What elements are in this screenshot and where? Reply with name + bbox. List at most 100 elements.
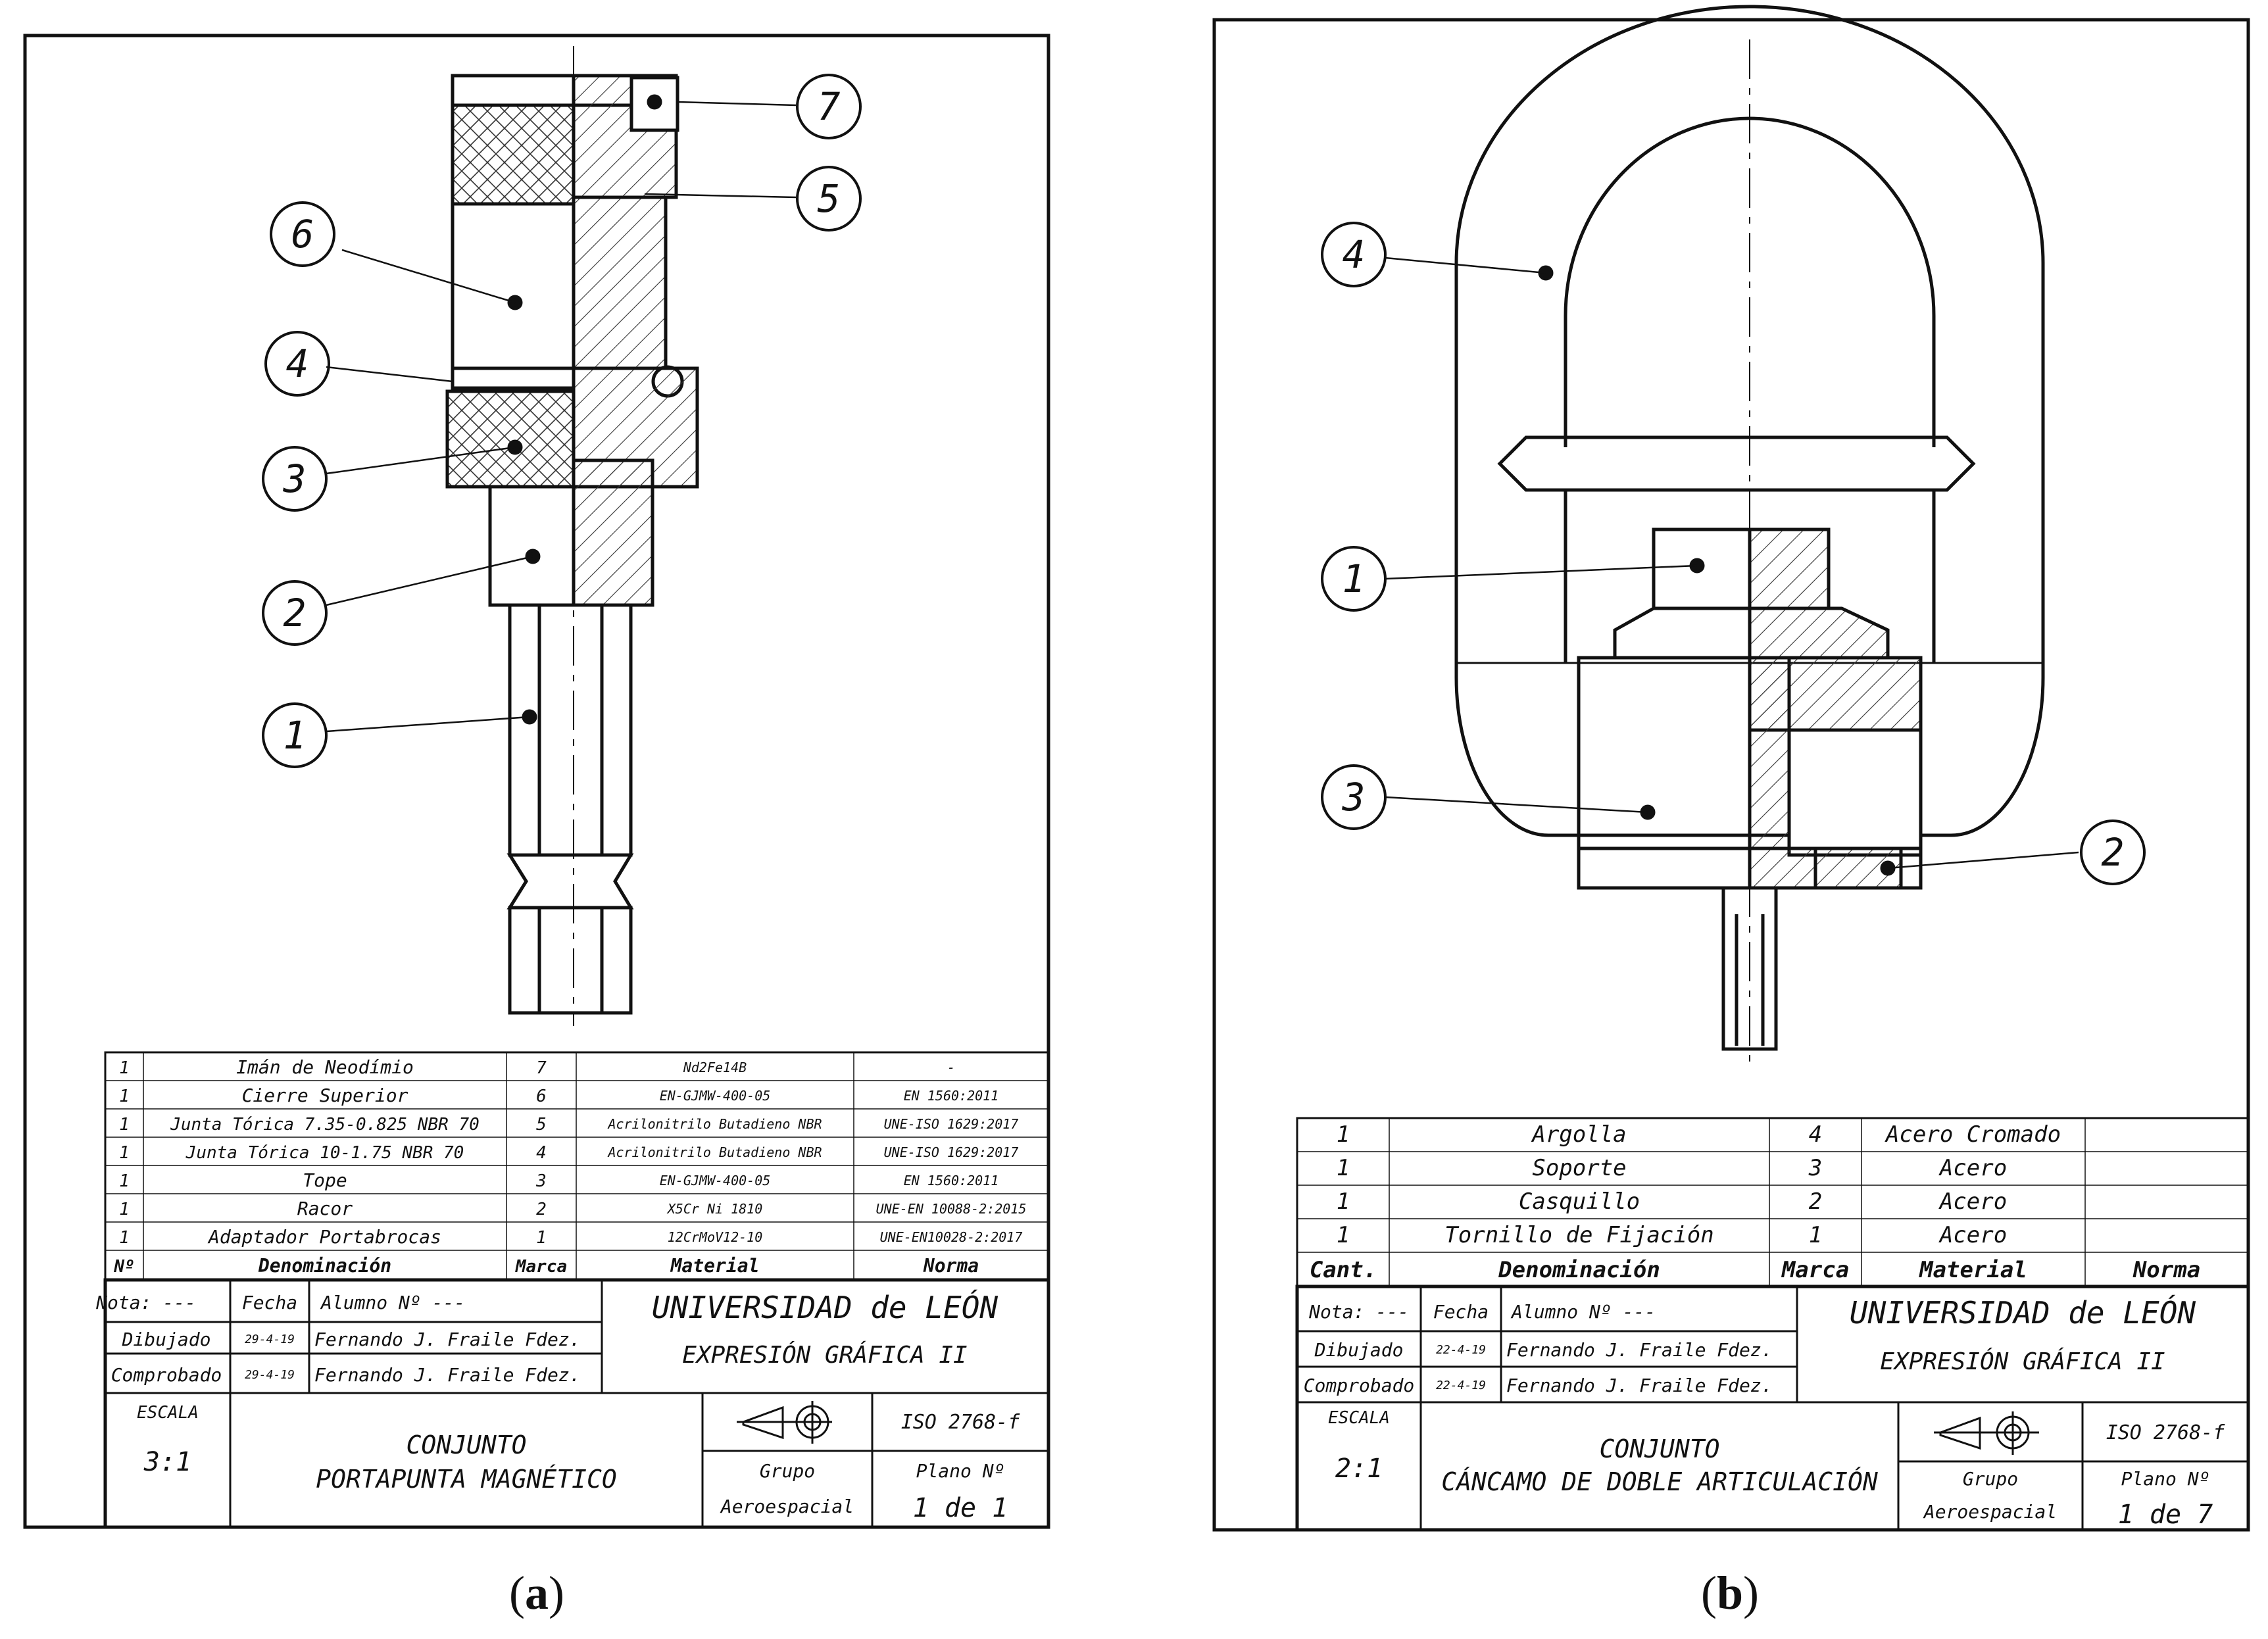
parts-row-a-6: 1 Adaptador Portabrocas 1 12CrMoV12-10 U… <box>119 1226 1022 1248</box>
svg-text:1: 1 <box>119 1087 130 1106</box>
svg-text:2: 2 <box>536 1200 547 1219</box>
title-block-b: Nota: --- Fecha Alumno Nº --- Dibujado 2… <box>1295 1284 2250 1532</box>
svg-text:2: 2 <box>1809 1188 1822 1215</box>
escala-label-a: ESCALA <box>137 1403 199 1423</box>
balloon-4: 4 <box>264 331 330 397</box>
svg-text:Acero: Acero <box>1938 1155 2007 1181</box>
university-a: UNIVERSIDAD de LEÓN <box>652 1290 998 1325</box>
svg-text:12CrMoV12-10: 12CrMoV12-10 <box>668 1229 763 1245</box>
dibujado-date-a: 29-4-19 <box>245 1333 295 1346</box>
svg-text:Norma: Norma <box>2132 1257 2200 1283</box>
svg-text:Nº: Nº <box>113 1257 134 1277</box>
svg-text:1: 1 <box>1343 556 1366 601</box>
parts-header-b: Cant. Denominación Marca Material Norma <box>1310 1257 2200 1283</box>
drawing-title-1-b: CONJUNTO <box>1599 1434 1719 1463</box>
svg-text:1: 1 <box>1337 1222 1350 1248</box>
fecha-label-b: Fecha <box>1433 1301 1489 1323</box>
svg-text:2: 2 <box>284 591 307 635</box>
svg-text:1: 1 <box>119 1200 130 1219</box>
parts-list-b: 1 Argolla 4 Acero Cromado 1 Soporte 3 Ac… <box>1296 1117 2250 1288</box>
dibujado-label-b: Dibujado <box>1314 1339 1404 1361</box>
svg-text:Adaptador Portabrocas: Adaptador Portabrocas <box>207 1226 441 1248</box>
dibujado-name-a: Fernando J. Fraile Fdez. <box>314 1329 581 1350</box>
title-block-a: Nota: --- Fecha Alumno Nº --- Dibujado 2… <box>95 1278 1050 1529</box>
svg-text:Junta Tórica 10-1.75 NBR 70: Junta Tórica 10-1.75 NBR 70 <box>185 1143 464 1163</box>
parts-row-a-1: 1 Cierre Superior 6 EN-GJMW-400-05 EN 15… <box>119 1085 998 1106</box>
panel-b: 4 1 3 2 1 Argolla 4 Acero Cromado <box>1212 5 2250 1532</box>
svg-text:UNE-EN10028-2:2017: UNE-EN10028-2:2017 <box>880 1229 1023 1245</box>
aero-b: Aeroespacial <box>1923 1501 2057 1523</box>
svg-text:Acrilonitrilo Butadieno NBR: Acrilonitrilo Butadieno NBR <box>606 1116 822 1132</box>
iso-b: ISO 2768-f <box>2106 1421 2226 1444</box>
svg-text:1: 1 <box>1337 1188 1350 1215</box>
comprobado-name-a: Fernando J. Fraile Fdez. <box>314 1364 581 1386</box>
svg-text:EN 1560:2011: EN 1560:2011 <box>904 1173 999 1188</box>
svg-text:4: 4 <box>1809 1121 1822 1148</box>
iso-a: ISO 2768-f <box>901 1411 1021 1434</box>
svg-text:1: 1 <box>1337 1155 1350 1181</box>
svg-text:Junta Tórica 7.35-0.825 NBR 70: Junta Tórica 7.35-0.825 NBR 70 <box>170 1115 480 1135</box>
balloon-3: 3 <box>262 446 328 512</box>
parts-row-a-0: 1 Imán de Neodímio 7 Nd2Fe14B - <box>119 1056 955 1078</box>
svg-text:5: 5 <box>818 176 841 221</box>
drawing-title-2-b: CÁNCAMO DE DOBLE ARTICULACIÓN <box>1441 1467 1878 1496</box>
projection-symbol-b <box>1934 1411 2039 1455</box>
svg-text:Cierre Superior: Cierre Superior <box>242 1085 408 1106</box>
svg-text:Marca: Marca <box>515 1257 567 1277</box>
dibujado-date-b: 22-4-19 <box>1436 1343 1486 1357</box>
parts-row-a-5: 1 Racor 2 X5Cr Ni 1810 UNE-EN 10088-2:20… <box>119 1198 1026 1219</box>
balloon-2: 2 <box>262 580 328 646</box>
plano-label-a: Plano Nº <box>916 1460 1005 1482</box>
svg-text:7: 7 <box>818 84 841 129</box>
svg-text:Tornillo de Fijación: Tornillo de Fijación <box>1444 1222 1713 1248</box>
drawing-title-2-a: PORTAPUNTA MAGNÉTICO <box>316 1465 617 1494</box>
balloons-a: 7 5 6 4 3 2 1 <box>262 74 862 768</box>
parts-row-a-4: 1 Tope 3 EN-GJMW-400-05 EN 1560:2011 <box>119 1169 998 1191</box>
plano-value-a: 1 de 1 <box>913 1493 1008 1523</box>
svg-text:1: 1 <box>284 713 307 758</box>
parts-row-a-3: 1 Junta Tórica 10-1.75 NBR 70 4 Acriloni… <box>119 1143 1018 1163</box>
comprobado-label-b: Comprobado <box>1304 1375 1415 1396</box>
svg-text:1: 1 <box>119 1228 130 1248</box>
caption-a: (a) <box>509 1567 564 1619</box>
svg-text:Material: Material <box>1919 1257 2027 1283</box>
university-b: UNIVERSIDAD de LEÓN <box>1850 1295 2196 1331</box>
balloon-2b: 2 <box>2080 820 2146 885</box>
drawing-title-1-a: CONJUNTO <box>406 1431 526 1459</box>
svg-text:3: 3 <box>535 1171 547 1191</box>
panel-a: 7 5 6 4 3 2 1 <box>23 34 1050 1529</box>
balloons-b: 4 1 3 2 <box>1321 222 2146 885</box>
escala-value-b: 2:1 <box>1335 1454 1383 1484</box>
svg-text:Denominación: Denominación <box>258 1255 391 1277</box>
comprobado-label-a: Comprobado <box>111 1364 222 1386</box>
subject-a: EXPRESIÓN GRÁFICA II <box>682 1341 967 1369</box>
svg-text:7: 7 <box>536 1058 547 1078</box>
dibujado-name-b: Fernando J. Fraile Fdez. <box>1506 1339 1773 1361</box>
svg-text:Acero Cromado: Acero Cromado <box>1885 1121 2061 1148</box>
subject-b: EXPRESIÓN GRÁFICA II <box>1880 1348 2165 1375</box>
parts-header-a: Nº Denominación Marca Material Norma <box>113 1255 979 1277</box>
svg-text:UNE-EN 10088-2:2015: UNE-EN 10088-2:2015 <box>876 1201 1027 1217</box>
svg-text:Norma: Norma <box>923 1255 979 1277</box>
svg-text:Racor: Racor <box>297 1198 353 1219</box>
svg-text:Acero: Acero <box>1938 1222 2007 1248</box>
svg-text:1: 1 <box>119 1115 130 1135</box>
parts-row-b-0: 1 Argolla 4 Acero Cromado <box>1337 1121 2061 1148</box>
parts-row-b-1: 1 Soporte 3 Acero <box>1337 1155 2007 1181</box>
parts-list-a: 1 Imán de Neodímio 7 Nd2Fe14B - 1 Cierre… <box>104 1051 1050 1281</box>
parts-row-b-3: 1 Tornillo de Fijación 1 Acero <box>1337 1222 2007 1248</box>
svg-text:EN 1560:2011: EN 1560:2011 <box>904 1088 999 1104</box>
plano-value-b: 1 de 7 <box>2118 1500 2213 1530</box>
svg-text:3: 3 <box>1342 775 1366 820</box>
alumno-label-a: Alumno Nº --- <box>320 1292 465 1313</box>
svg-text:1: 1 <box>536 1228 547 1248</box>
svg-text:Casquillo: Casquillo <box>1519 1188 1640 1215</box>
svg-text:3: 3 <box>1808 1155 1822 1181</box>
svg-text:UNE-ISO 1629:2017: UNE-ISO 1629:2017 <box>884 1144 1019 1160</box>
grupo-a: Grupo <box>760 1460 815 1482</box>
svg-text:1: 1 <box>119 1143 130 1163</box>
balloon-5: 5 <box>796 166 862 232</box>
svg-text:Argolla: Argolla <box>1531 1121 1626 1148</box>
alumno-label-b: Alumno Nº --- <box>1510 1301 1656 1323</box>
svg-text:Tope: Tope <box>303 1169 347 1191</box>
